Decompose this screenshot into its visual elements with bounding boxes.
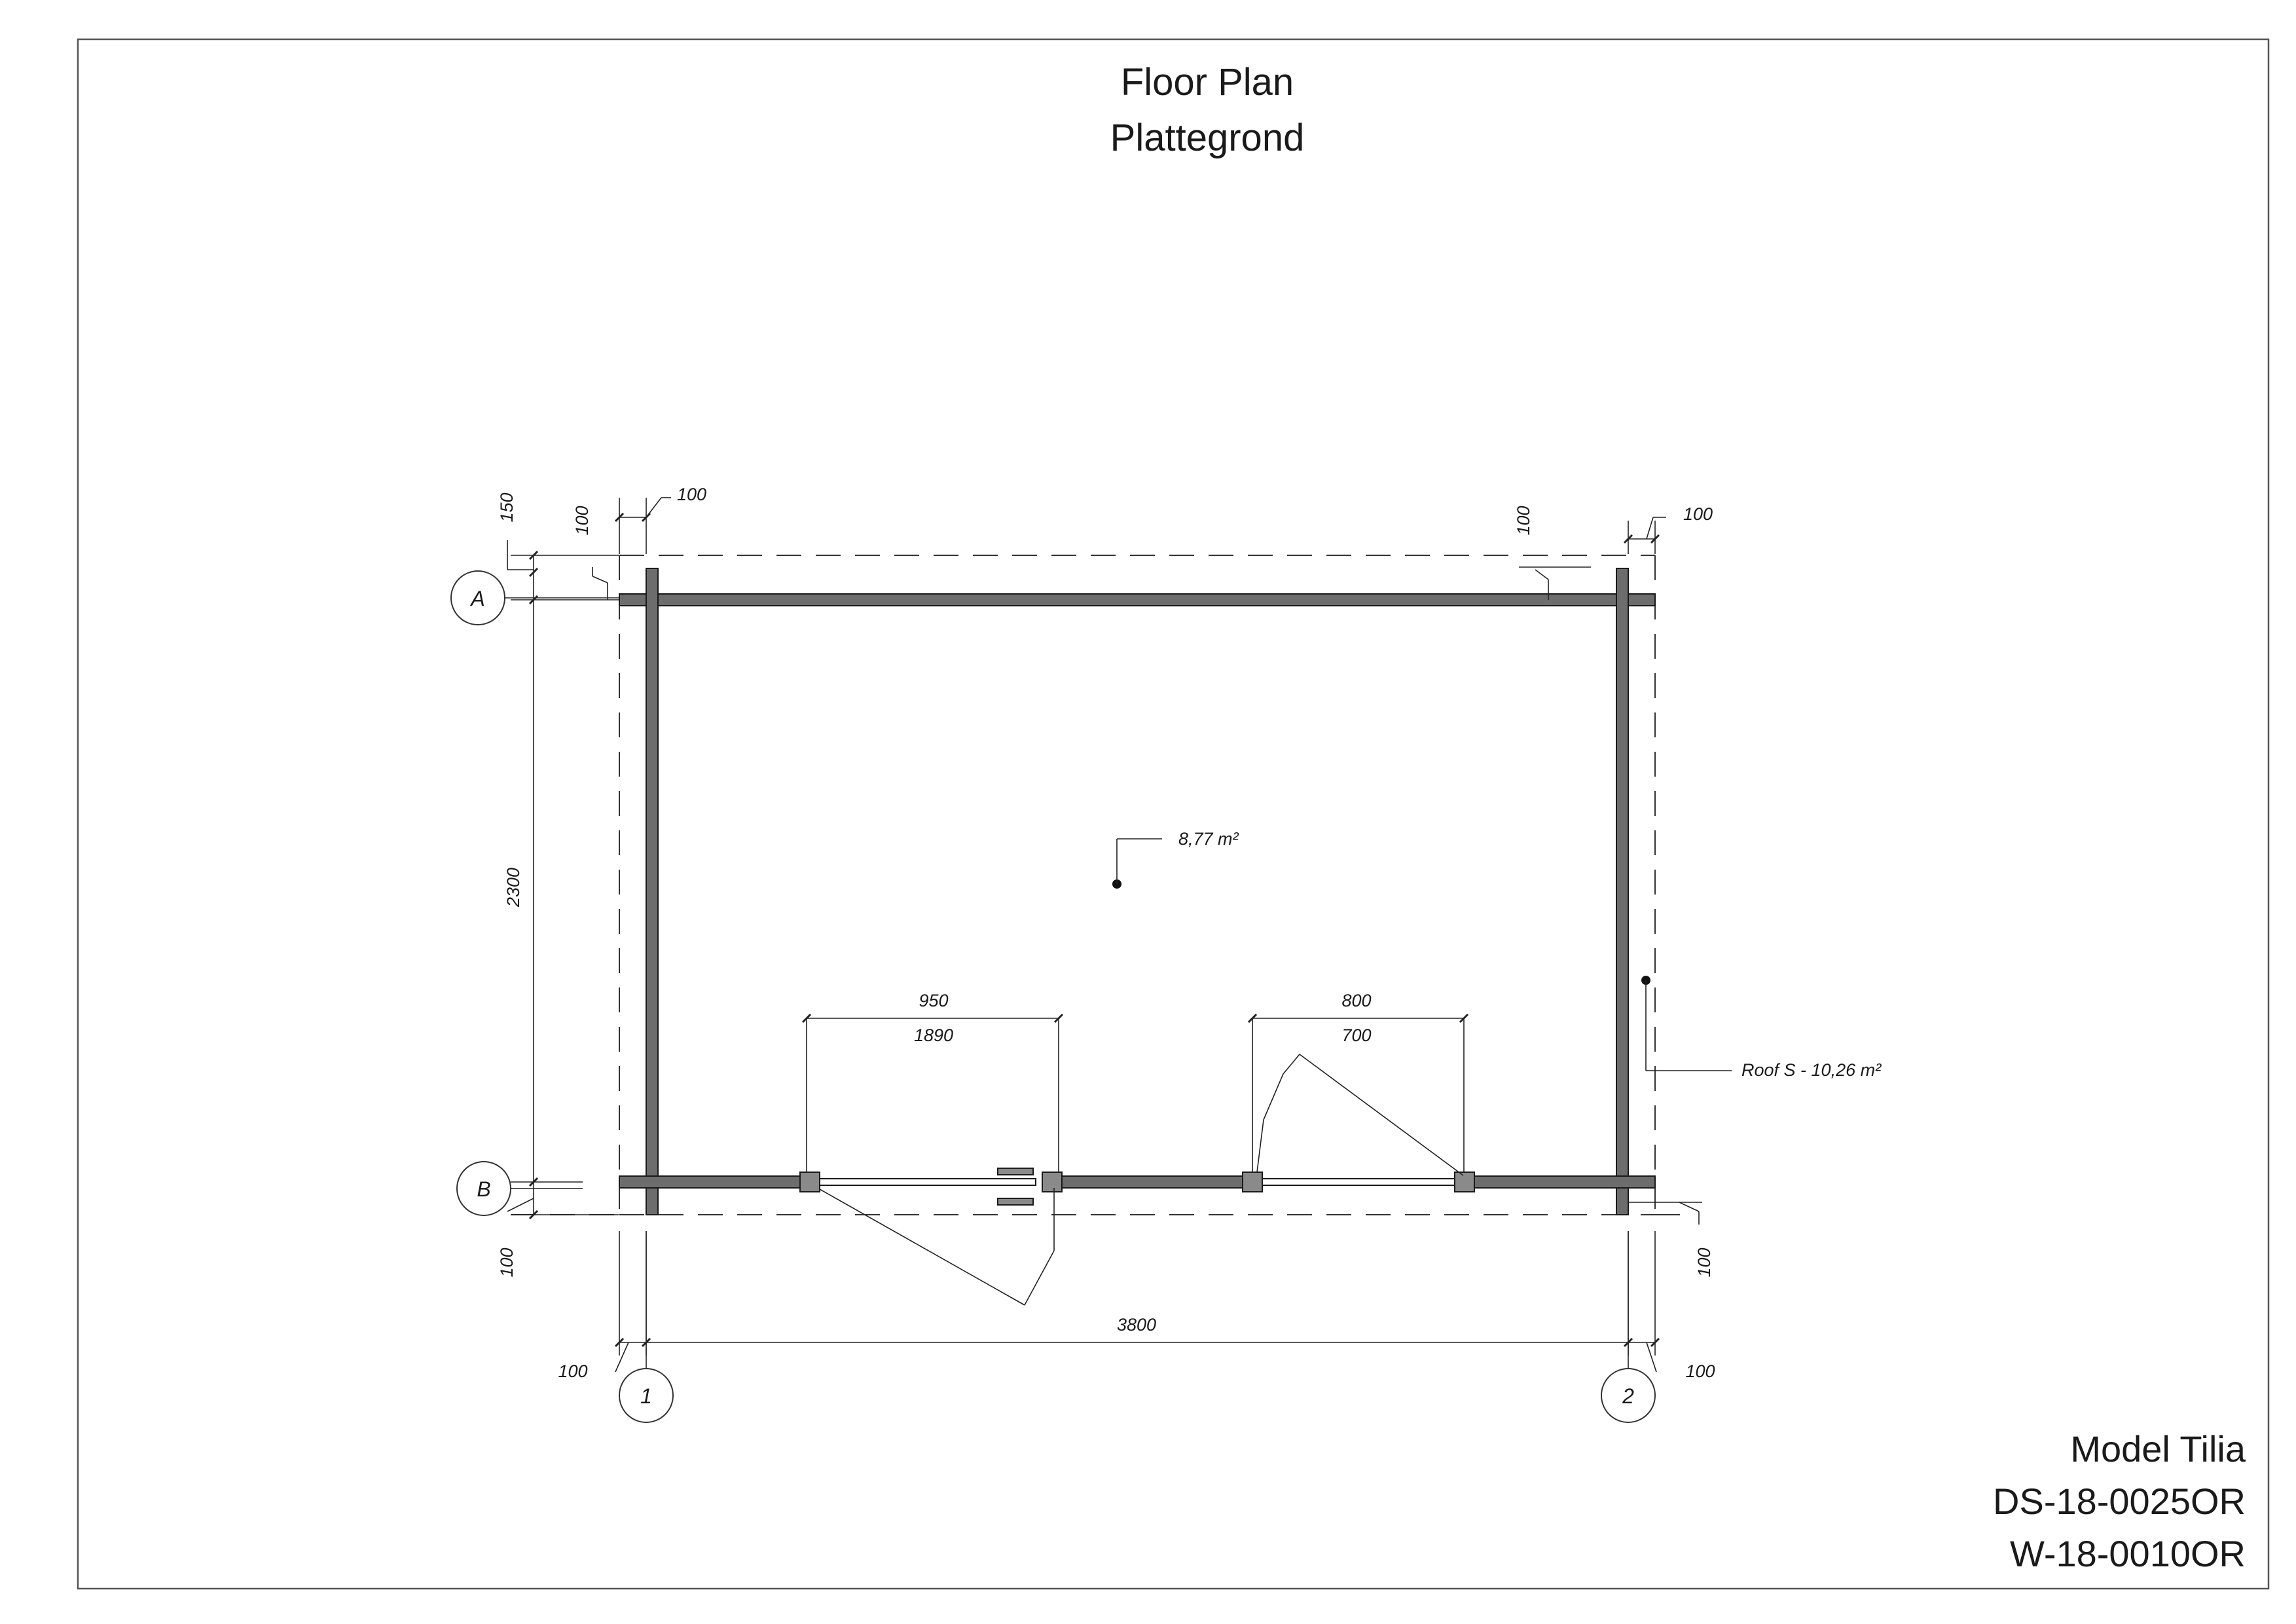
drawing-frame — [77, 38, 2270, 1590]
double-door — [799, 1168, 1063, 1306]
roof-overhang-outline — [511, 555, 1692, 1215]
roof-area-label: Roof S - 10,26 m² — [1741, 1060, 1882, 1080]
top-offset-dimensions — [592, 497, 1702, 1225]
bottom-right-vertical-label: 100 — [1694, 1247, 1714, 1277]
title-line-2: Plattegrond — [1110, 117, 1305, 159]
overall-depth-label: 2300 — [503, 868, 523, 908]
grid-label-2: 2 — [1622, 1384, 1634, 1408]
grid-label-b: B — [477, 1177, 490, 1201]
top-right-offset-label: 100 — [1683, 504, 1713, 524]
floor-area-label: 8,77 m² — [1178, 829, 1239, 849]
top-left-offset-label: 100 — [677, 485, 706, 504]
model-name: Model Tilia — [2070, 1428, 2246, 1469]
model-code-1: DS-18-0025OR — [1993, 1481, 2246, 1522]
grid-bubble-1: 1 — [619, 1231, 674, 1423]
wall-bottom-mid — [1053, 1175, 1245, 1189]
grid-bubble-b: B — [456, 1161, 583, 1216]
grid-label-1: 1 — [640, 1384, 652, 1408]
grid-bubble-2: 2 — [1601, 1231, 1656, 1423]
bottom-right-offset-label: 100 — [1685, 1361, 1715, 1381]
floor-area-tag: 8,77 m² — [1112, 829, 1239, 889]
model-code-2: W-18-0010OR — [2010, 1533, 2246, 1574]
wall-bottom-left — [619, 1175, 802, 1189]
window-width-label: 800 — [1341, 991, 1371, 1010]
walls — [619, 568, 1656, 1215]
window — [1242, 1054, 1475, 1192]
overall-width-label: 3800 — [1117, 1315, 1156, 1335]
wall-top — [619, 593, 1656, 606]
door1-height-label: 1890 — [914, 1025, 953, 1045]
top-right-vertical-label: 100 — [1514, 506, 1533, 535]
wall-left — [646, 568, 659, 1215]
door1-width-label: 950 — [919, 991, 948, 1010]
roof-area-tag: Roof S - 10,26 m² — [1641, 976, 1882, 1080]
top-left-vertical-150-label: 150 — [497, 492, 517, 522]
wall-right — [1616, 568, 1629, 1215]
door-dimension-lines — [801, 1013, 1469, 1172]
window-height-label: 700 — [1341, 1025, 1371, 1045]
wall-bottom-right — [1472, 1175, 1656, 1189]
grid-bubble-a: A — [450, 570, 619, 625]
top-left-vertical-100-label: 100 — [572, 506, 592, 535]
overall-depth-dimension — [507, 540, 619, 1220]
overall-width-dimension — [614, 1231, 1660, 1373]
bottom-left-vertical-label: 100 — [497, 1247, 517, 1277]
bottom-left-offset-label: 100 — [558, 1361, 587, 1381]
title-line-1: Floor Plan — [1121, 61, 1294, 103]
grid-label-a: A — [469, 587, 484, 610]
